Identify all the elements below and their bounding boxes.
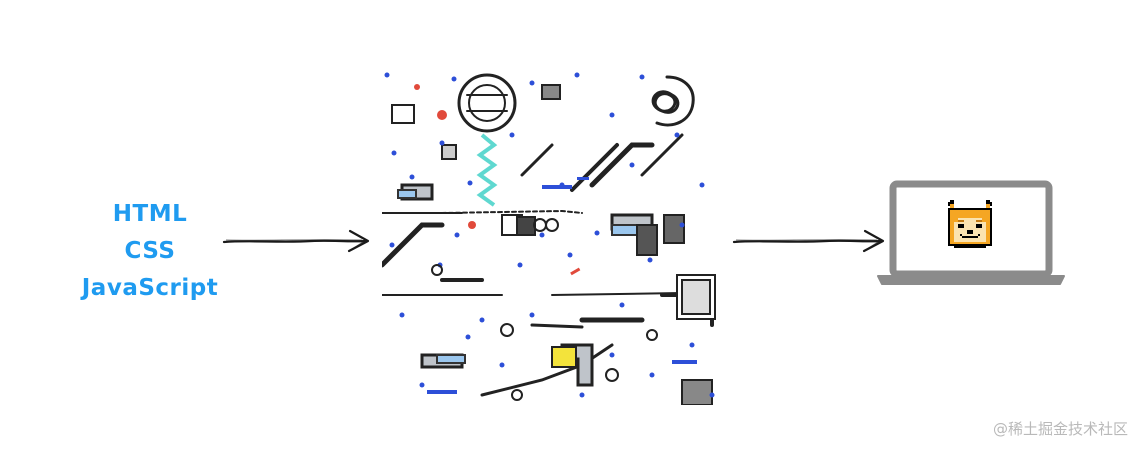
tech-label-javascript: JavaScript [81, 275, 219, 301]
pixel-doge-icon [948, 200, 992, 248]
watermark: @稀土掘金技术社区 [992, 420, 1128, 438]
tech-label-css: CSS [124, 238, 176, 264]
rube-goldberg-machine-icon [382, 65, 722, 405]
tech-label-html: HTML [112, 201, 188, 227]
arrow-to-engine [222, 229, 370, 253]
laptop-icon [877, 180, 1065, 285]
arrow-to-output [732, 229, 885, 253]
input-technologies: HTML CSS JavaScript [60, 196, 240, 307]
